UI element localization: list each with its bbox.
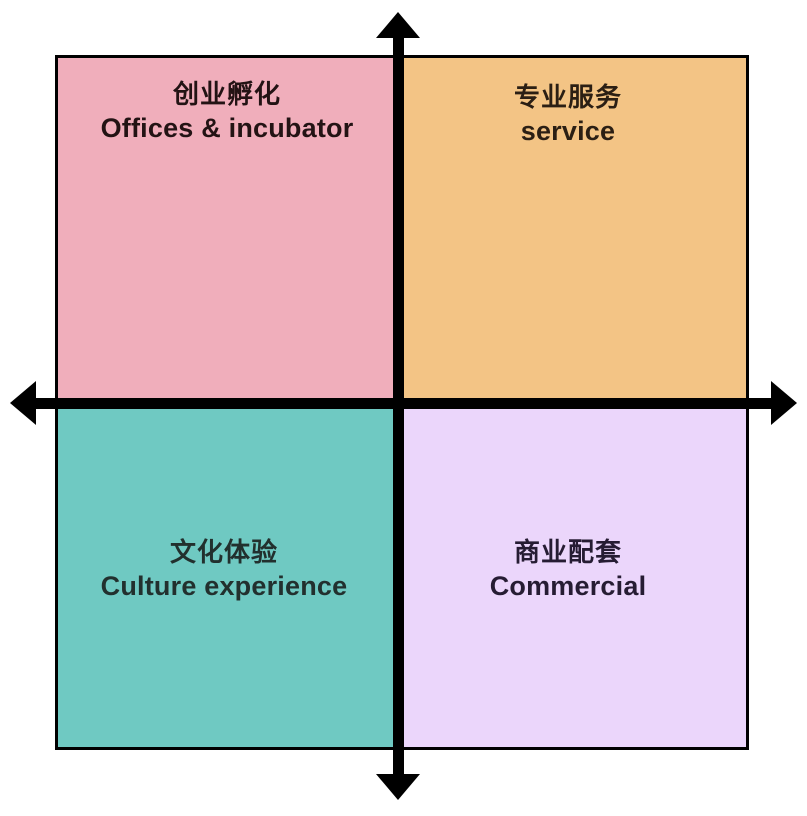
quadrant-top-right-label-cn: 专业服务 xyxy=(513,81,622,112)
quadrant-top-left-label-en: Offices & incubator xyxy=(100,112,354,143)
quadrant-bottom-left-text: 文化体验 Culture experience xyxy=(101,536,348,604)
quadrant-top-left[interactable]: 创业孵化 Offices & incubator xyxy=(58,58,396,401)
quadrant-bottom-right-text: 商业配套 Commercial xyxy=(490,536,647,604)
arrow-up-icon xyxy=(376,12,420,38)
arrow-left-icon xyxy=(10,381,36,425)
quadrant-bottom-left[interactable]: 文化体验 Culture experience xyxy=(58,401,396,747)
quadrant-top-right-label-en: service xyxy=(520,115,616,146)
quadrant-bottom-left-label-cn: 文化体验 xyxy=(169,537,278,568)
quadrant-bottom-right-label-en: Commercial xyxy=(489,571,647,602)
arrow-right-icon xyxy=(771,381,797,425)
quadrant-matrix-frame: 创业孵化 Offices & incubator 专业服务 service 文化… xyxy=(55,55,749,750)
quadrant-top-left-text: 创业孵化 Offices & incubator xyxy=(101,78,354,146)
arrow-down-icon xyxy=(376,774,420,800)
quadrant-bottom-right[interactable]: 商业配套 Commercial xyxy=(396,401,746,747)
quadrant-bottom-left-label-en: Culture experience xyxy=(100,571,348,602)
quadrant-top-right[interactable]: 专业服务 service xyxy=(396,58,746,401)
quadrant-top-right-text: 专业服务 service xyxy=(514,81,622,149)
quadrant-top-left-label-cn: 创业孵化 xyxy=(172,78,281,109)
quadrant-bottom-right-label-cn: 商业配套 xyxy=(513,537,622,568)
horizontal-axis-line xyxy=(22,398,783,409)
